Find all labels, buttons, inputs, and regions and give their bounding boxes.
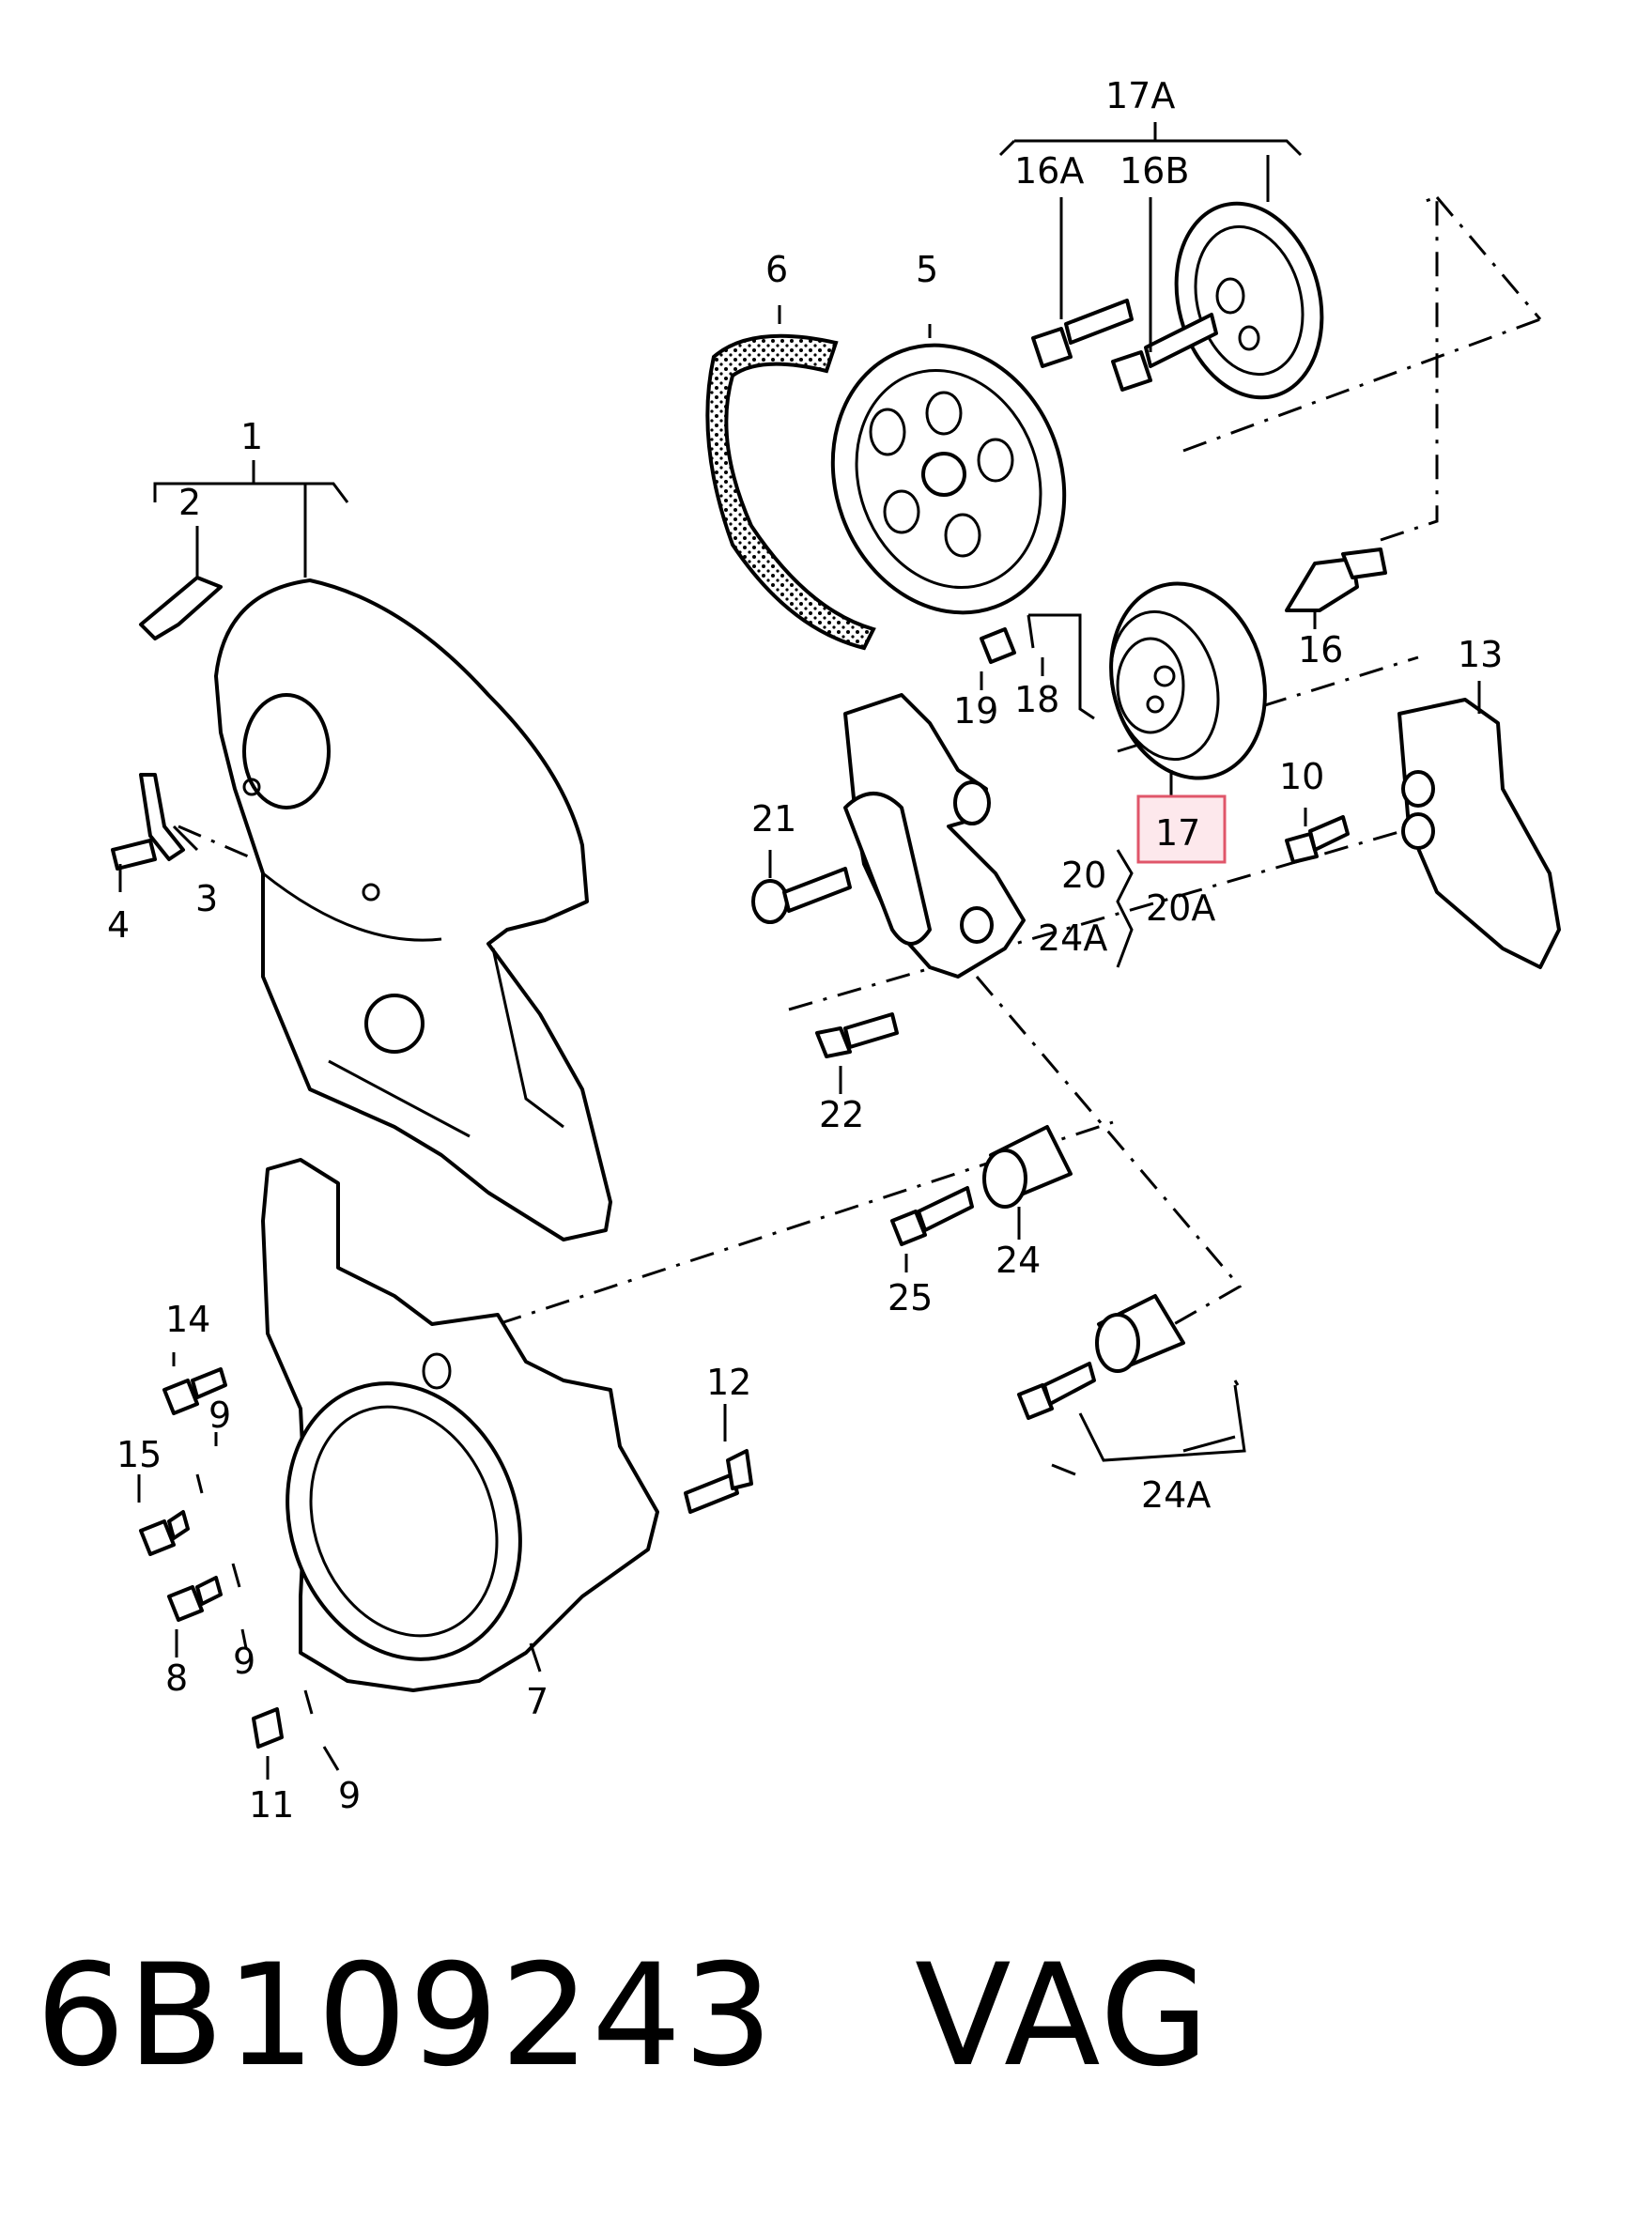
cover-clip [111,576,261,871]
callout-24a-lower: 24A [1141,1474,1211,1516]
spacer-24 [982,1125,1073,1209]
callout-9-c: 9 [338,1775,361,1816]
callout-21: 21 [751,798,796,840]
callout-13: 13 [1458,634,1503,675]
washer-18-nut-19 [980,614,1035,664]
stud-16 [1285,547,1387,612]
camshaft-sprocket [830,343,1067,615]
timing-belt [705,333,876,651]
part-number: 6B109243 [36,1935,775,2098]
highlight-box-17 [1136,794,1227,864]
callout-labels: 1 2 3 4 5 6 7 8 9 9 9 10 11 12 13 14 15 … [107,75,1503,1826]
callout-15: 15 [116,1434,162,1475]
bolt-22 [815,1012,899,1058]
lower-fasteners [139,1367,753,1749]
tensioner-assembly-20 [843,693,1026,979]
callout-19: 19 [953,690,998,732]
callout-7: 7 [526,1681,548,1722]
upper-timing-cover [214,578,612,1241]
rear-bracket-13 [1397,698,1561,969]
callout-9-a: 9 [208,1395,231,1436]
bolt-10 [1285,815,1350,864]
callout-17: 17 [1155,812,1200,854]
spacer-24a [1017,1294,1185,1420]
tensioner-pulley-17 [1109,581,1267,780]
callout-17a: 17A [1105,75,1175,116]
callout-2: 2 [178,482,201,523]
part-number-footer: 6B109243 VAG [36,1935,1211,2098]
callout-14: 14 [165,1299,210,1340]
callout-10: 10 [1279,756,1324,797]
bolt-16a [1031,299,1134,368]
bolt-25 [890,1186,974,1246]
callout-6: 6 [765,249,788,290]
callout-1: 1 [240,416,263,457]
callout-16b: 16B [1119,150,1189,192]
callout-18: 18 [1014,679,1059,720]
callout-12: 12 [706,1362,751,1403]
callout-11: 11 [249,1784,294,1826]
callout-16: 16 [1298,629,1343,671]
callout-25: 25 [888,1277,933,1318]
callout-22: 22 [819,1094,864,1135]
callout-5: 5 [916,249,938,290]
callout-20a: 20A [1146,887,1215,929]
callout-24a-upper: 24A [1038,917,1107,959]
lower-timing-cover [261,1158,659,1692]
callout-4: 4 [107,904,130,946]
idler-pulley-17a [1174,201,1324,400]
callout-20: 20 [1061,855,1106,896]
callout-3: 3 [195,878,218,919]
callout-8: 8 [165,1657,188,1699]
leader-lines [118,122,1481,1780]
bolt-16b [1111,313,1218,392]
callout-9-b: 9 [233,1641,255,1682]
bolt-21 [751,867,852,924]
callout-16a: 16A [1014,150,1084,192]
callout-24: 24 [996,1240,1041,1281]
brand-name: VAG [915,1935,1212,2098]
